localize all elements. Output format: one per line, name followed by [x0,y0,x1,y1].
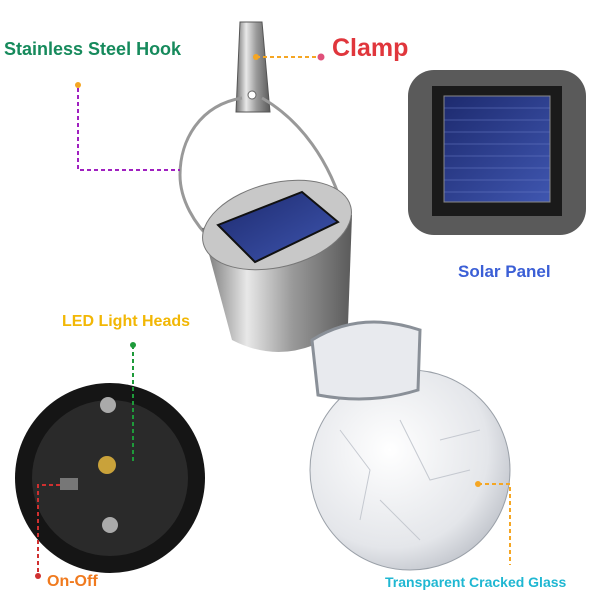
battery-base-image [15,383,205,573]
solar-panel-label: Solar Panel [458,262,551,281]
clamp-image [235,21,271,113]
solar-panel-inset [408,70,586,235]
hook-callout-line [77,88,180,171]
glass-label: Transparent Cracked Glass [385,574,567,590]
on-off-label: On-Off [47,573,98,590]
solar-cylinder-image [202,179,352,352]
glass-jar-image [309,320,511,571]
onoff-callout-line [37,484,60,575]
hook-label: Stainless Steel Hook [4,39,182,59]
clamp-label: Clamp [332,34,409,62]
led-label: LED Light Heads [62,313,191,330]
glass-callout-line [478,483,511,565]
hook-wire [178,96,243,242]
